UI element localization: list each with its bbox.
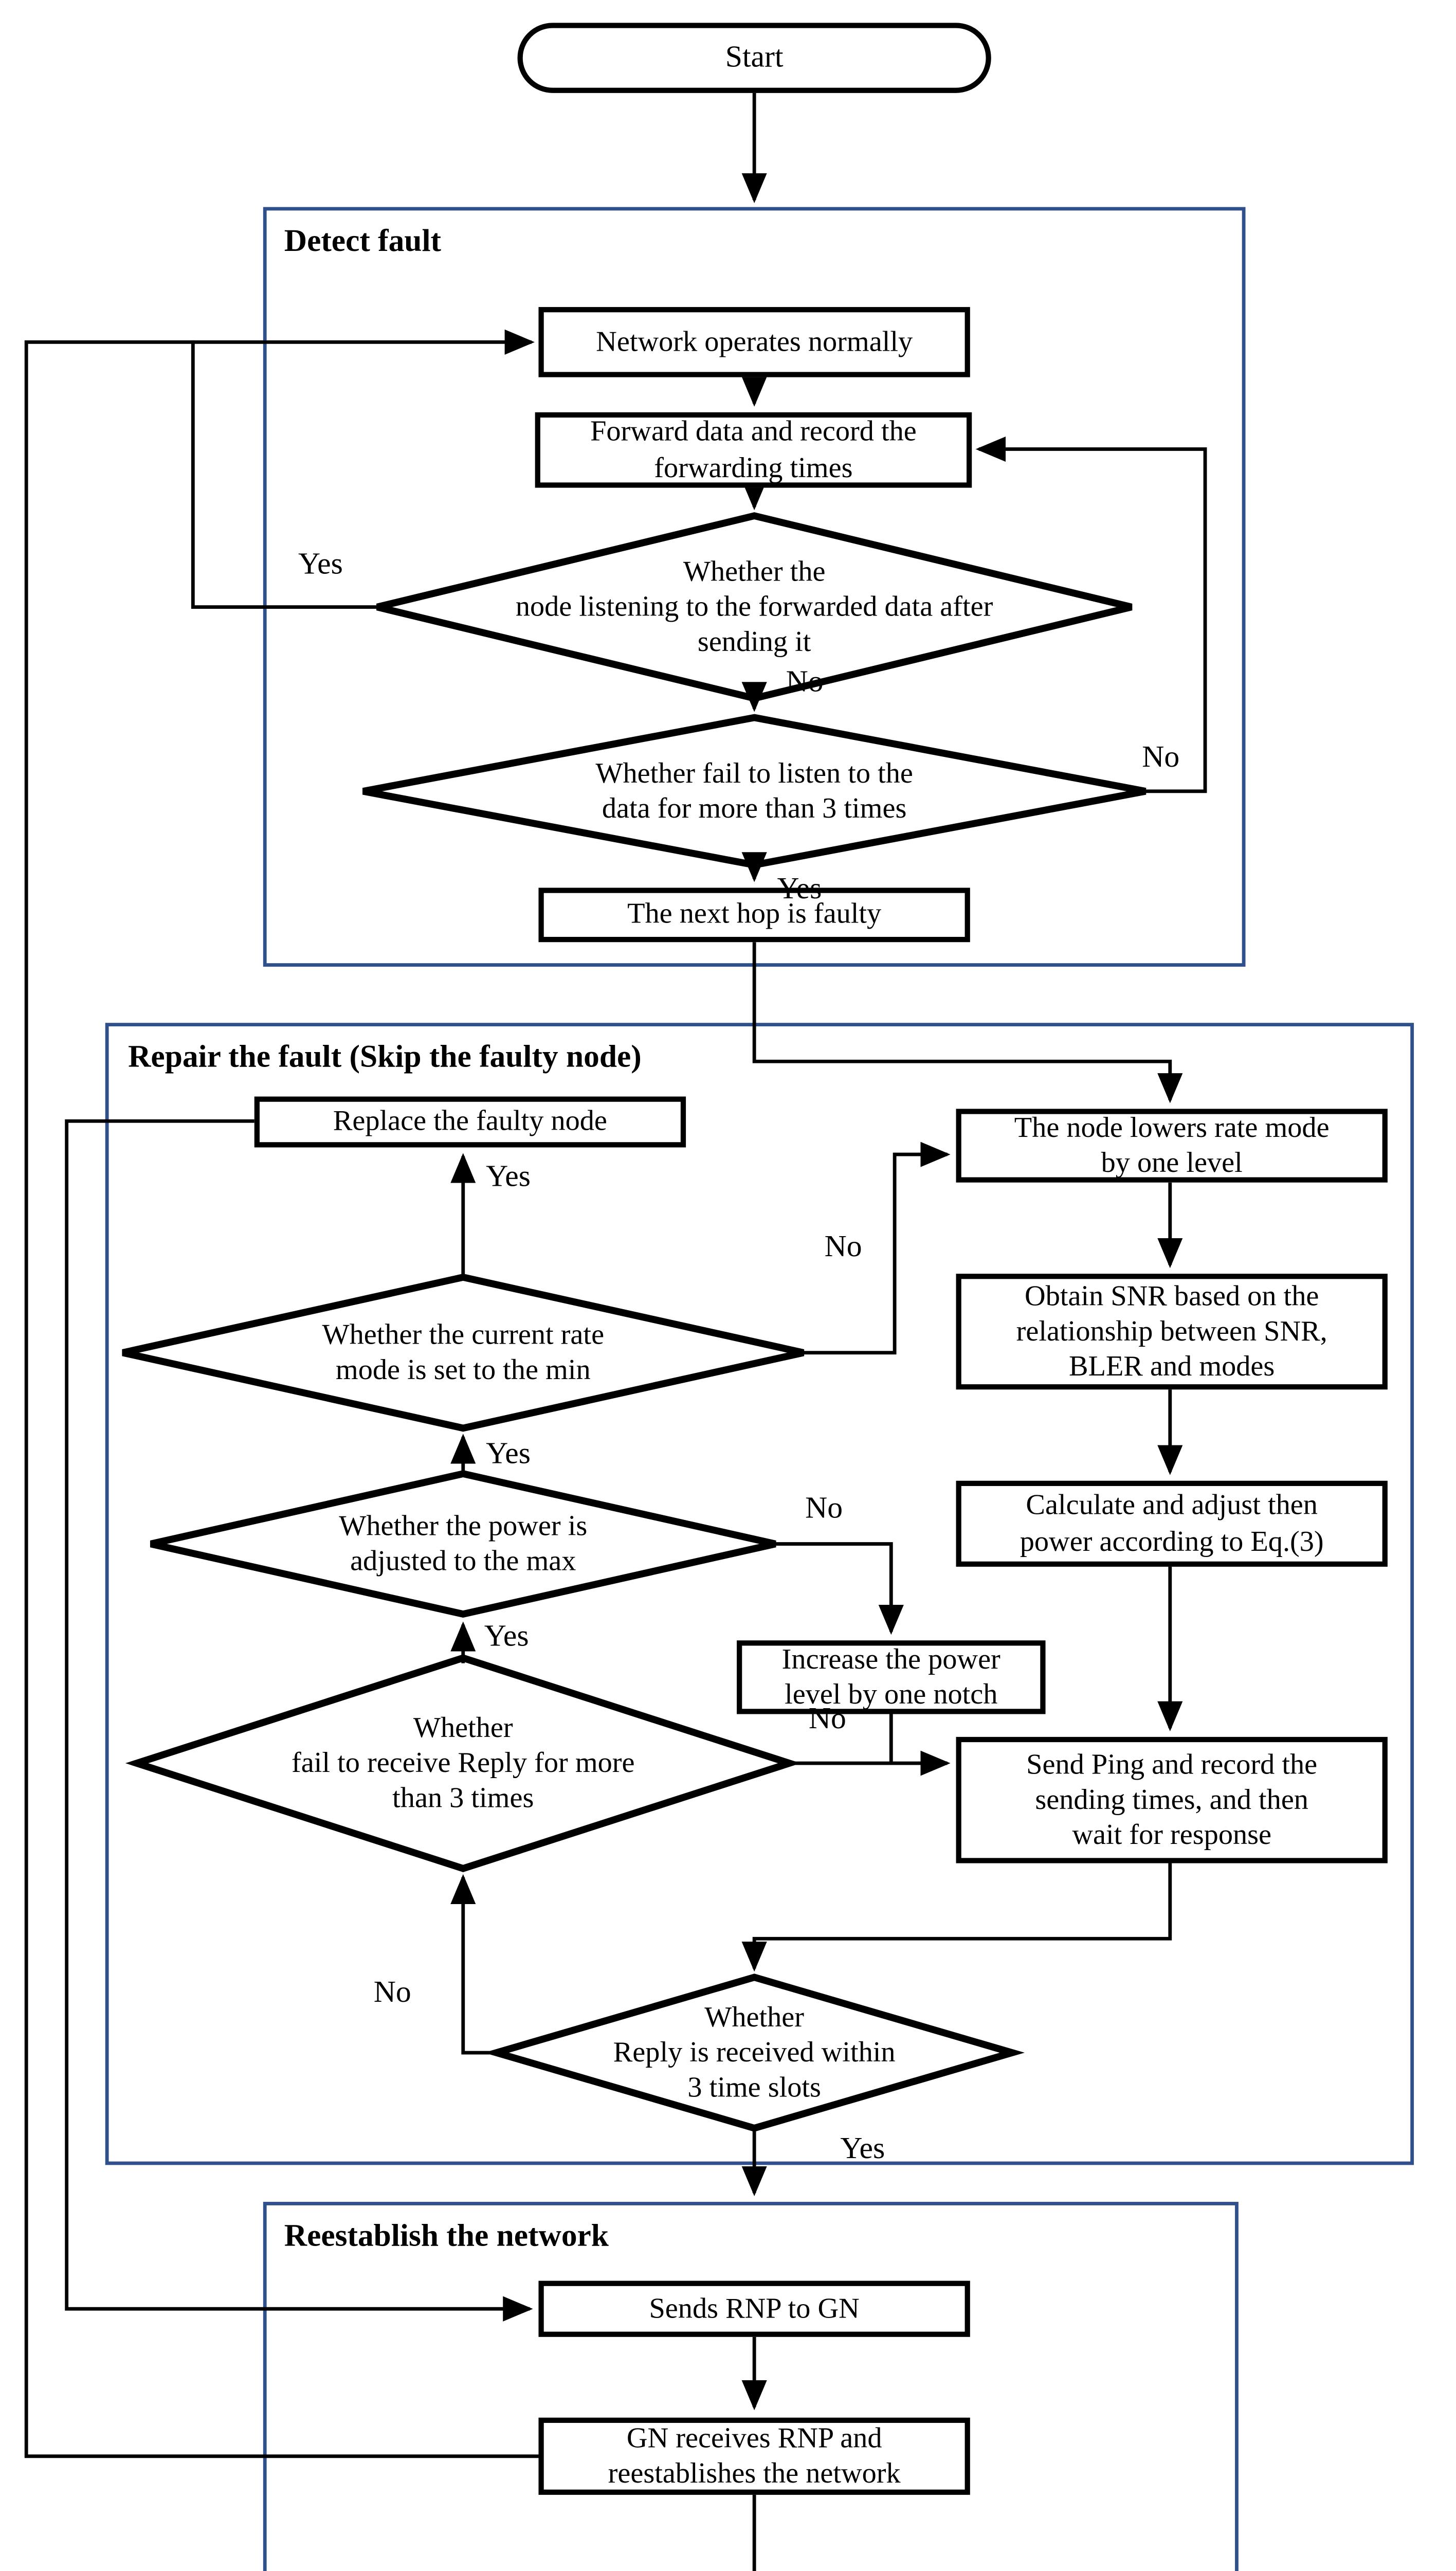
section-repair-box: [105, 1023, 1414, 2165]
decision-fail-listen-text: Whether fail to listen to the data for m…: [595, 756, 913, 825]
process-send-ping: Send Ping and record the sending times, …: [956, 1736, 1388, 1863]
decision-power-max-text: Whether the power is adjusted to the max: [339, 1509, 588, 1578]
process-network-normal: Network operates normally: [538, 307, 970, 377]
process-send-rnp: Sends RNP to GN: [538, 2280, 970, 2337]
label-reply-fail-no: No: [808, 1700, 846, 1735]
label-fail-listen-yes: Yes: [777, 870, 822, 906]
decision-reply-fail-text: Whether fail to receive Reply for more t…: [292, 1711, 635, 1814]
label-listen-yes: Yes: [298, 546, 343, 581]
decision-node-listening-text: Whether the node listening to the forwar…: [515, 555, 993, 658]
label-fail-listen-no: No: [1142, 738, 1180, 774]
process-obtain-snr: Obtain SNR based on the relationship bet…: [956, 1274, 1388, 1390]
process-replace-node: Replace the faulty node: [254, 1096, 686, 1148]
label-power-no: No: [805, 1489, 843, 1525]
edge-listen-yes-loop: [191, 340, 377, 609]
label-reply-yes: Yes: [840, 2130, 885, 2165]
edge-sendping-to-reply: [741, 1863, 1172, 1972]
label-listen-no: No: [786, 663, 824, 698]
section-reestablish-title: Reestablish the network: [284, 2217, 609, 2253]
edge-ratemin-no-to-lowerrate: [803, 1142, 951, 1355]
edge-faillisten-no-loop: [975, 436, 1207, 793]
section-repair-title: Repair the fault (Skip the faulty node): [128, 1038, 642, 1074]
edge-nexthop-to-lowerrate: [752, 942, 1183, 1103]
process-lower-rate: The node lowers rate mode by one level: [956, 1109, 1388, 1183]
process-gn-receives: GN receives RNP and reestablishes the ne…: [538, 2417, 970, 2495]
decision-reply-received-text: Whether Reply is received within 3 time …: [613, 2000, 896, 2104]
process-next-hop-faulty: The next hop is faulty: [538, 888, 970, 943]
process-forward-data: Forward data and record the forwarding t…: [535, 412, 972, 488]
process-adjust-power: Calculate and adjust then power accordin…: [956, 1480, 1388, 1567]
decision-rate-min-text: Whether the current rate mode is set to …: [322, 1318, 605, 1386]
decision-rate-min-diamond: [122, 1273, 805, 1432]
edge-replace-to-sendrnp: [65, 1119, 533, 2322]
label-power-yes: Yes: [486, 1435, 531, 1471]
label-reply-fail-yes: Yes: [484, 1617, 529, 1653]
decision-power-max-diamond: [150, 1470, 776, 1618]
process-increase-power: Increase the power level by one notch: [737, 1640, 1046, 1714]
edge-reply-no-loop: [450, 1874, 497, 2055]
section-reestablish-box: [263, 2202, 1239, 2571]
edge-gn-to-network-loop: [24, 329, 539, 2458]
label-rate-min-yes: Yes: [486, 1157, 531, 1193]
label-reply-no: No: [373, 1973, 411, 2009]
decision-reply-fail-diamond: [125, 1654, 801, 1872]
edge-power-no-to-increase: [775, 1542, 904, 1635]
start-terminal: Start: [517, 23, 991, 93]
section-detect-title: Detect fault: [284, 223, 442, 258]
label-rate-min-no: No: [824, 1228, 862, 1263]
